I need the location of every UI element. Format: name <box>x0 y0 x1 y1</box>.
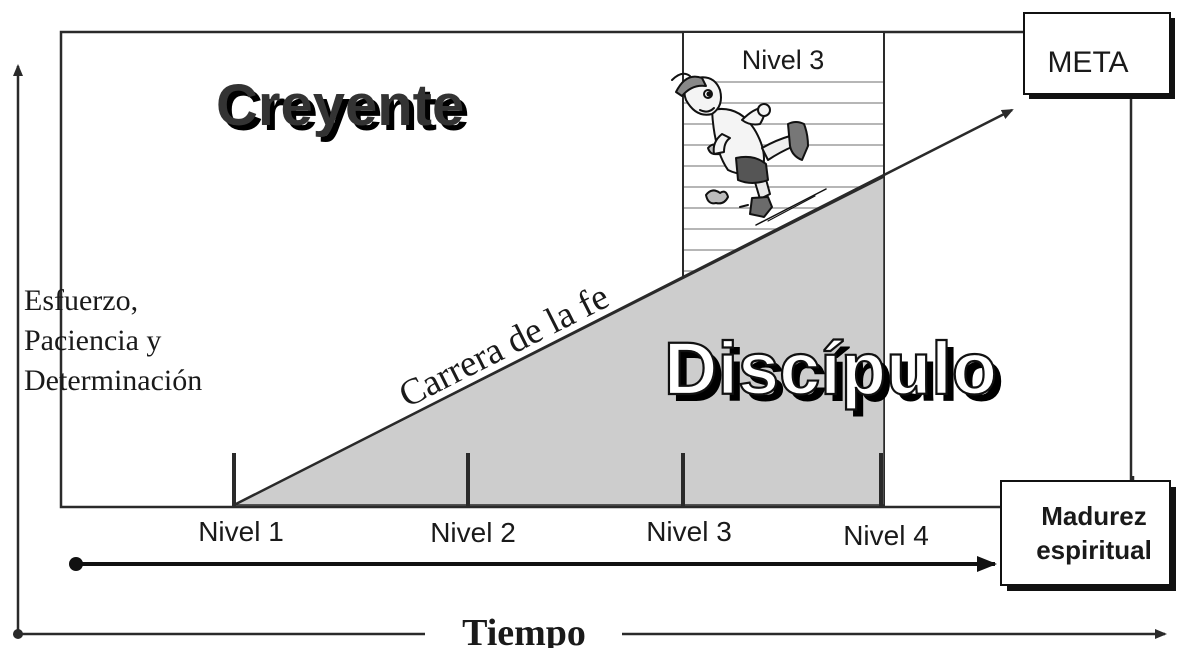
level-4-label: Nivel 4 <box>843 520 929 551</box>
goal-box <box>1023 12 1171 95</box>
believer-title-shadow: Creyente <box>221 78 469 143</box>
believer-title: Creyente <box>216 73 464 138</box>
race-arrow-line <box>233 108 1014 507</box>
level-2-label: Nivel 2 <box>430 517 516 548</box>
x-axis-label: Tiempo <box>462 612 586 648</box>
y-axis-label-line2: Paciencia y <box>24 324 161 357</box>
level3-label-bg <box>684 33 883 79</box>
level3-box-label: Nivel 3 <box>742 45 825 75</box>
level-3-label: Nivel 3 <box>646 516 732 547</box>
frame-gap-mask <box>1100 96 1140 476</box>
maturity-label-line1: Madurez <box>1041 501 1146 531</box>
y-axis-label-line1: Esfuerzo, <box>24 284 138 317</box>
y-axis-label-line3: Determinación <box>24 364 202 397</box>
disciple-title-shadow: Discípulo <box>671 334 1004 417</box>
disciple-title: Discípulo <box>664 327 997 410</box>
maturity-box <box>1000 480 1171 586</box>
maturity-label-line2: espiritual <box>1036 535 1152 565</box>
level-1-label: Nivel 1 <box>198 516 284 547</box>
goal-label: META <box>1047 46 1128 79</box>
runner-icon <box>671 72 827 226</box>
